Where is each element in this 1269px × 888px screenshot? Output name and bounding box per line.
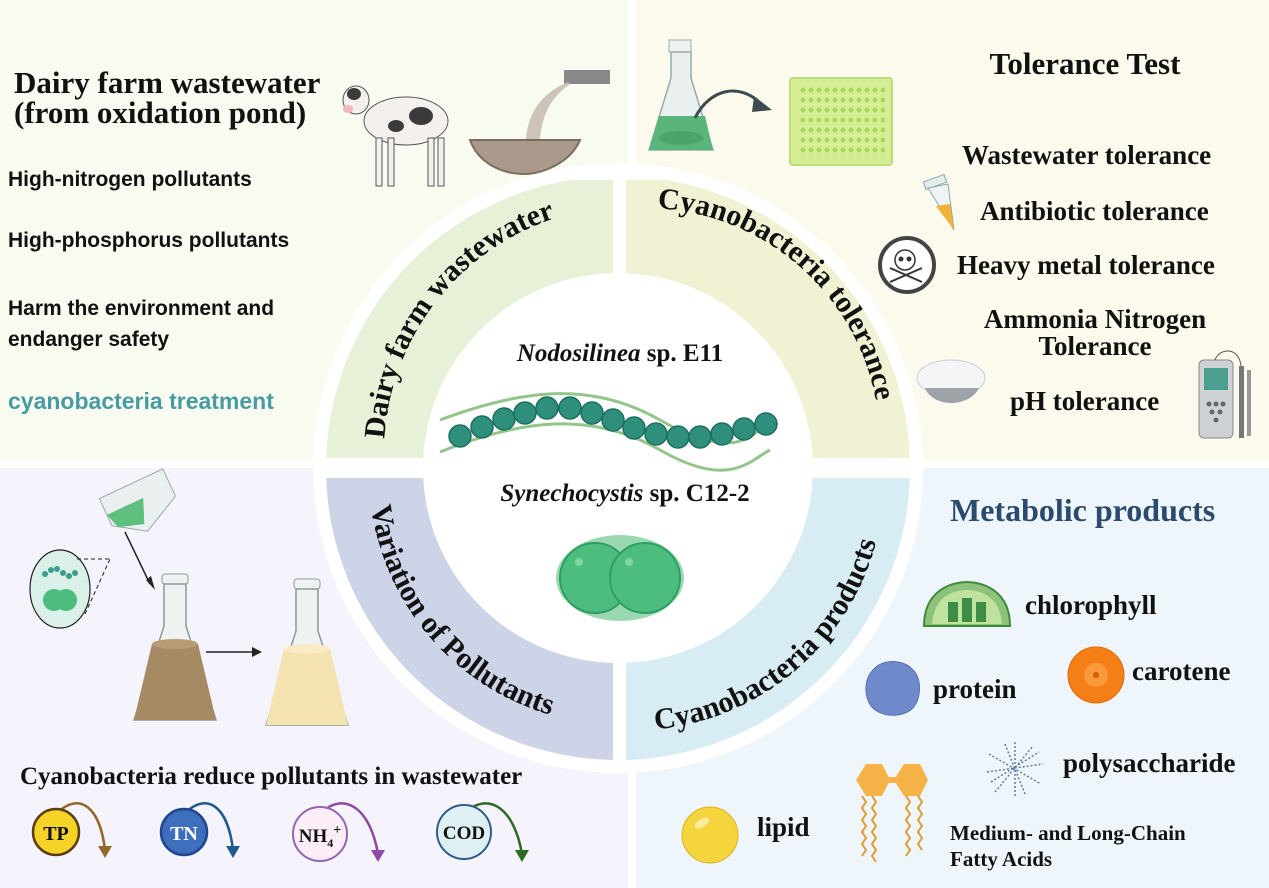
filament-icon — [439, 392, 778, 472]
dairy-title-line2: (from oxidation pond) — [14, 95, 307, 130]
tolerance-ph: pH tolerance — [1010, 386, 1160, 416]
strain1-label: Nodosilinea sp. E11 — [460, 340, 780, 368]
bullet-phosphorus: High-phosphorus pollutants — [8, 229, 290, 252]
treatment-label: cyanobacteria treatment — [8, 388, 274, 414]
strain1-name: sp. E11 — [640, 340, 724, 367]
synechocystis-cell-icon — [556, 535, 684, 621]
polysaccharide-icon — [986, 742, 1044, 796]
fatty-line2: Fatty Acids — [950, 847, 1053, 871]
dairy-title-line1: Dairy farm wastewater — [14, 65, 321, 100]
tolerance-heavy-metal: Heavy metal tolerance — [957, 250, 1215, 280]
strain2-name: sp. C12-2 — [643, 480, 750, 507]
tube-icon — [922, 173, 955, 231]
strain1-genus: Nodosilinea — [516, 340, 641, 367]
pollutant-tn-label: TN — [170, 823, 198, 845]
well-plate-icon — [789, 77, 893, 166]
chloroplast-icon — [922, 580, 1012, 627]
pollutant-tn: TN — [159, 802, 240, 858]
tolerance-title: Tolerance Test — [989, 46, 1181, 81]
protein-icon — [865, 661, 920, 716]
flask-before-icon — [132, 573, 218, 721]
pollutant-nh4-label: NH4+ — [299, 823, 342, 850]
skull-crossbones-icon — [878, 236, 936, 294]
pollutant-tp-label: TP — [43, 823, 69, 845]
pollutant-tp: TP — [31, 802, 112, 858]
ring-center — [423, 273, 813, 663]
flask-icon — [647, 39, 715, 151]
carotene-icon — [1067, 646, 1125, 704]
pollutant-cod-label: COD — [443, 823, 485, 844]
bullet-harm: Harm the environment and endanger safety — [8, 293, 274, 355]
strain2-genus: Synechocystis — [500, 480, 644, 507]
tolerance-ammonia-line2: Tolerance — [1038, 331, 1152, 361]
lipid-icon — [681, 806, 739, 864]
tolerance-wastewater: Wastewater tolerance — [962, 140, 1212, 170]
pollutant-nh4: NH4+ — [292, 802, 385, 862]
fatty-line1: Medium- and Long-Chain — [950, 821, 1186, 845]
ph-meter-icon — [1198, 350, 1251, 439]
fatty-acid-icon — [856, 764, 928, 863]
ammonium-salt-icon — [916, 359, 986, 403]
tolerance-ammonia: Ammonia Nitrogen Tolerance — [940, 306, 1250, 360]
outflow-basin-icon — [468, 70, 610, 176]
flask-after-icon — [264, 578, 350, 726]
process-arrow-icon — [206, 647, 262, 657]
bullet-harm-line1: Harm the environment and — [8, 297, 275, 320]
tolerance-ammonia-line1: Ammonia Nitrogen — [983, 304, 1207, 334]
bullet-harm-line2: endanger safety — [8, 328, 170, 351]
dairy-title: Dairy farm wastewater (from oxidation po… — [14, 65, 321, 130]
arrow-icon — [693, 89, 772, 119]
pipe-outflow-icon — [564, 70, 610, 84]
cow-icon — [342, 85, 449, 187]
product-carotene: carotene — [1132, 656, 1231, 686]
product-fatty-acids: Medium- and Long-Chain Fatty Acids — [950, 820, 1186, 872]
product-polysaccharide: polysaccharide — [1063, 748, 1236, 778]
magnifier-cells-icon — [29, 549, 91, 629]
metabolic-title: Metabolic products — [950, 492, 1216, 528]
bullet-nitrogen: High-nitrogen pollutants — [8, 168, 252, 191]
inoculation-icon — [29, 468, 177, 629]
strain2-label: Synechocystis sp. C12-2 — [460, 480, 790, 508]
product-chlorophyll: chlorophyll — [1025, 590, 1157, 620]
tolerance-antibiotic: Antibiotic tolerance — [980, 196, 1209, 226]
pollutant-cod: COD — [436, 802, 529, 862]
basin-icon — [468, 139, 582, 176]
product-lipid: lipid — [757, 812, 810, 842]
reduce-caption: Cyanobacteria reduce pollutants in waste… — [20, 763, 523, 790]
product-protein: protein — [933, 674, 1017, 704]
